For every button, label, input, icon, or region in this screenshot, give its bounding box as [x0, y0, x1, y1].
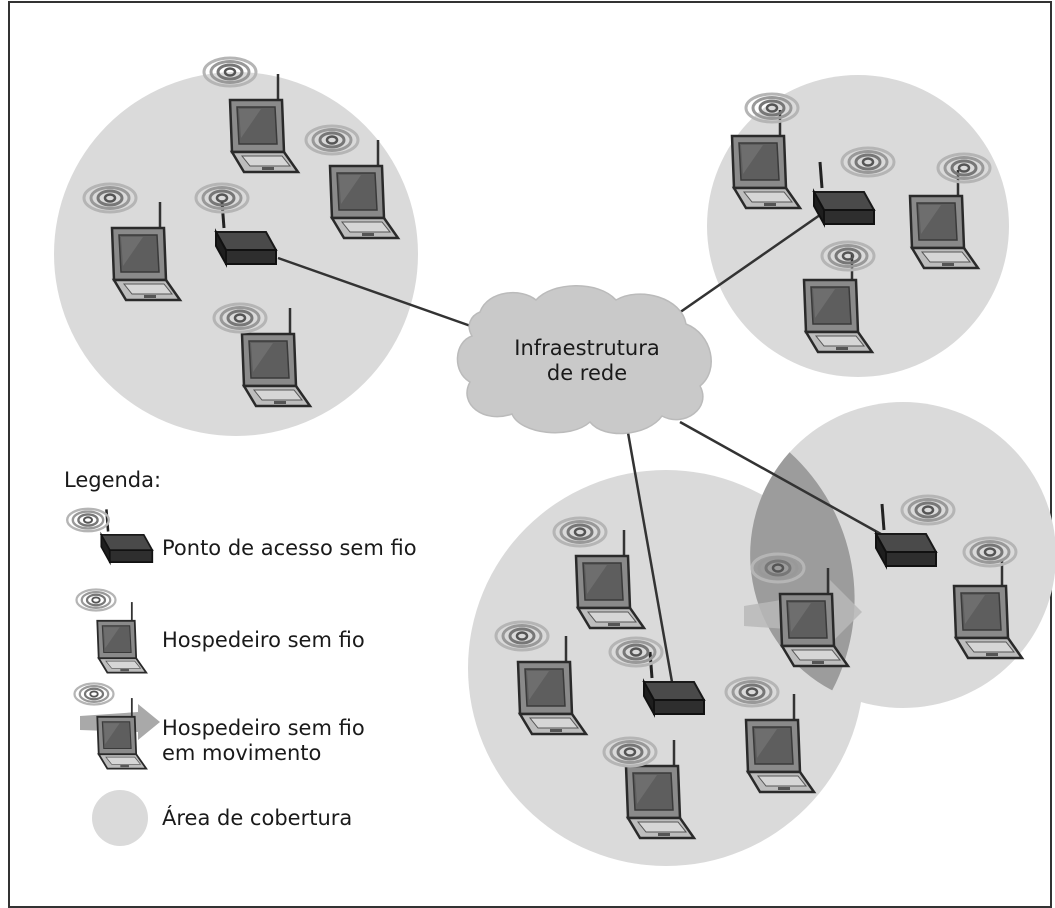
legend-title: Legenda:	[64, 468, 162, 492]
network-cloud-label: Infraestrutura de rede	[492, 336, 682, 386]
cloud-label-line1: Infraestrutura	[514, 336, 660, 360]
link-bottom-center	[622, 409, 674, 683]
link-top-left	[277, 256, 483, 332]
legend-wireless-host-label: Hospedeiro sem fio	[162, 628, 365, 652]
legend-coverage-area-swatch	[92, 790, 148, 846]
network-cloud-icon	[456, 285, 712, 435]
legend-moving-host-line1: Hospedeiro sem fio	[162, 716, 365, 740]
legend-moving-host-label: Hospedeiro sem fio em movimento	[162, 716, 365, 766]
link-bottom-right	[679, 420, 889, 540]
cloud-label-line2: de rede	[546, 361, 628, 386]
legend-access-point-label: Ponto de acesso sem fio	[162, 536, 417, 560]
legend-coverage-area-label: Área de cobertura	[162, 806, 353, 830]
link-top-right	[665, 206, 831, 324]
legend-moving-host-line2: em movimento	[162, 741, 322, 766]
